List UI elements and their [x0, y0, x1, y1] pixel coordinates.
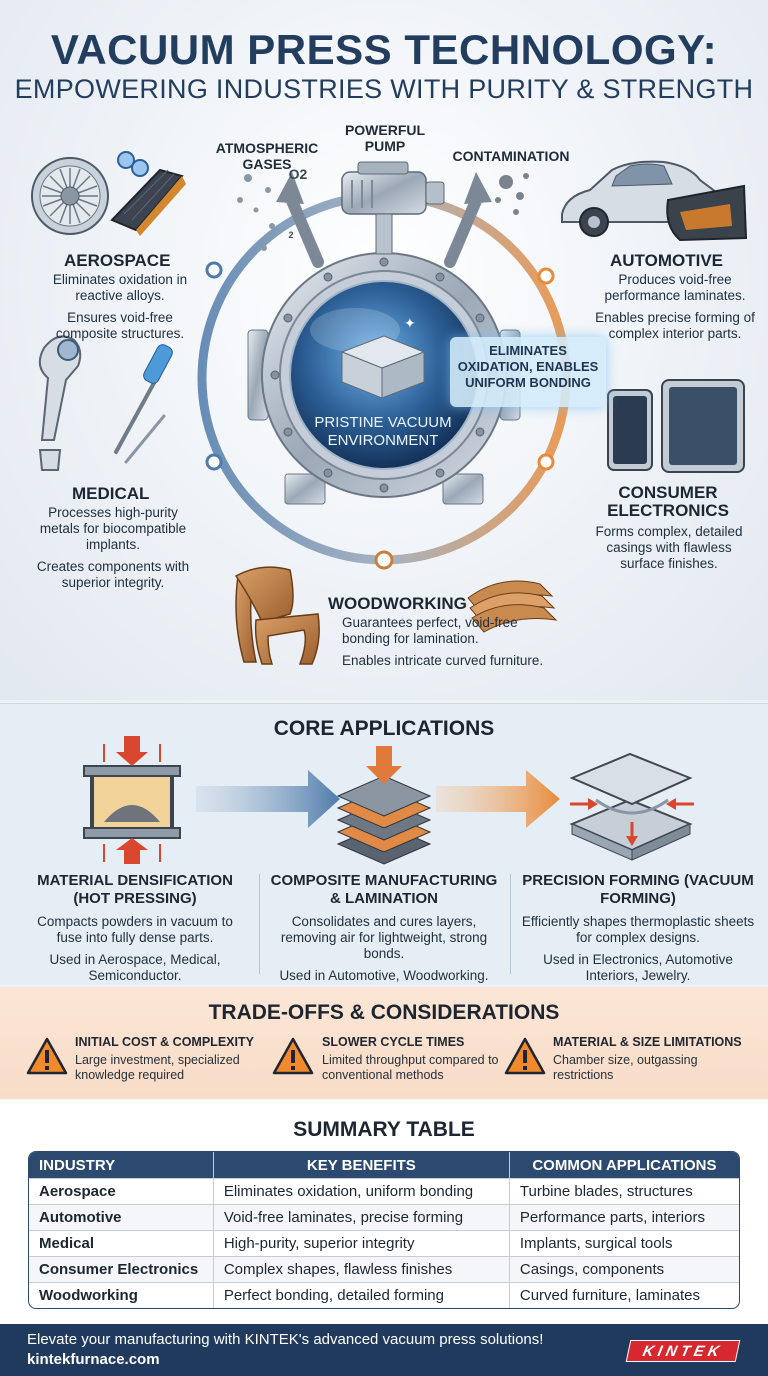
pump-label: POWERFUL PUMP — [344, 122, 426, 154]
footer-tagline: Elevate your manufacturing with KINTEK's… — [27, 1331, 544, 1348]
contamination-label: CONTAMINATION — [452, 148, 570, 164]
warning-icon — [504, 1037, 546, 1075]
table-row: Consumer Electronics Complex shapes, fla… — [29, 1256, 739, 1282]
oxygen-molecule-icon — [117, 151, 149, 177]
gases-label: ATMOSPHERIC GASES — [215, 140, 319, 172]
table-row: Aerospace Eliminates oxidation, uniform … — [29, 1178, 739, 1204]
table-row: Medical High-purity, superior integrity … — [29, 1230, 739, 1256]
tradeoffs-section: TRADE-OFFS & CONSIDERATIONS INITIAL COST… — [0, 987, 768, 1099]
website-link[interactable]: kintekfurnace.com — [27, 1351, 160, 1368]
electronics-heading: CONSUMER ELECTRONICS — [607, 483, 729, 520]
page-subtitle: EMPOWERING INDUSTRIES WITH PURITY & STRE… — [14, 74, 754, 104]
table-row: Woodworking Perfect bonding, detailed fo… — [29, 1282, 739, 1308]
woodworking-text: Guarantees perfect, void-free bonding fo… — [342, 615, 544, 668]
column-divider — [510, 874, 511, 974]
gas-arrow-icon — [276, 172, 304, 204]
chair-icon — [234, 566, 320, 665]
core-applications-section: CORE APPLICATIONS — [0, 703, 768, 985]
smartphone-icon — [607, 389, 653, 471]
footer: Elevate your manufacturing with KINTEK's… — [0, 1324, 768, 1376]
svg-text:✦: ✦ — [404, 315, 416, 331]
wood-block-icon — [340, 335, 426, 399]
center-label: PRISTINE VACUUM ENVIRONMENT — [314, 414, 452, 449]
summary-section: SUMMARY TABLE INDUSTRY KEY BENEFITS COMM… — [0, 1100, 768, 1324]
automotive-text: Produces void-free performance laminates… — [595, 272, 755, 341]
header-applications: COMMON APPLICATIONS — [508, 1152, 739, 1178]
hero-section: VACUUM PRESS TECHNOLOGY: EMPOWERING INDU… — [0, 0, 768, 700]
o2-label: O2 — [288, 166, 308, 182]
hip-implant-icon — [38, 335, 82, 471]
surgical-tools-icon — [114, 344, 173, 464]
header-benefits: KEY BENEFITS — [212, 1152, 509, 1178]
app-vacuum-forming: PRECISION FORMING (VACUUM FORMING) Effic… — [521, 872, 755, 983]
automotive-heading: AUTOMOTIVE — [610, 251, 724, 270]
header-industry: INDUSTRY — [29, 1152, 213, 1178]
hot-press-icon — [83, 736, 181, 864]
o2-small-label: 2 — [288, 230, 294, 240]
composite-layers-icon — [336, 746, 432, 865]
aerospace-text: Eliminates oxidation in reactive alloys.… — [52, 272, 188, 341]
woodworking-heading: WOODWORKING — [328, 594, 467, 613]
vacuum-diagram: ✦ — [31, 151, 748, 665]
medical-text: Processes high-purity metals for biocomp… — [36, 505, 190, 590]
medical-heading: MEDICAL — [72, 484, 150, 503]
turbine-icon — [31, 157, 109, 235]
app-hot-pressing: MATERIAL DENSIFICATION (HOT PRESSING) Co… — [37, 872, 233, 983]
contamination-arrow-icon — [464, 172, 492, 204]
kintek-logo: KINTEK — [625, 1340, 741, 1362]
door-panel-icon — [666, 184, 748, 242]
electronics-text: Forms complex, detailed casings with fla… — [595, 524, 743, 571]
summary-title: SUMMARY TABLE — [293, 1118, 475, 1141]
aerospace-heading: AEROSPACE — [64, 251, 171, 270]
core-title: CORE APPLICATIONS — [273, 717, 495, 740]
flow-arrow-icon — [196, 770, 340, 828]
page-title: VACUUM PRESS TECHNOLOGY: — [50, 26, 718, 73]
table-header-row: INDUSTRY KEY BENEFITS COMMON APPLICATION… — [29, 1152, 739, 1178]
flow-arrow-icon — [436, 770, 560, 828]
plywood-icon — [467, 580, 558, 633]
warning-icon — [272, 1037, 314, 1075]
callout-box: ELIMINATES OXIDATION, ENABLES UNIFORM BO… — [450, 337, 606, 407]
core-process-graphics — [83, 736, 694, 865]
tablet-icon — [661, 379, 745, 473]
composite-panel-icon — [110, 168, 186, 236]
vacuum-forming-icon — [569, 752, 694, 861]
column-divider — [259, 874, 260, 974]
tradeoffs-title: TRADE-OFFS & CONSIDERATIONS — [208, 1001, 560, 1024]
table-row: Automotive Void-free laminates, precise … — [29, 1204, 739, 1230]
warning-icon — [26, 1037, 68, 1075]
pump-icon — [341, 161, 445, 255]
app-lamination: COMPOSITE MANUFACTURING & LAMINATION Con… — [270, 872, 498, 983]
summary-table: INDUSTRY KEY BENEFITS COMMON APPLICATION… — [28, 1151, 740, 1309]
